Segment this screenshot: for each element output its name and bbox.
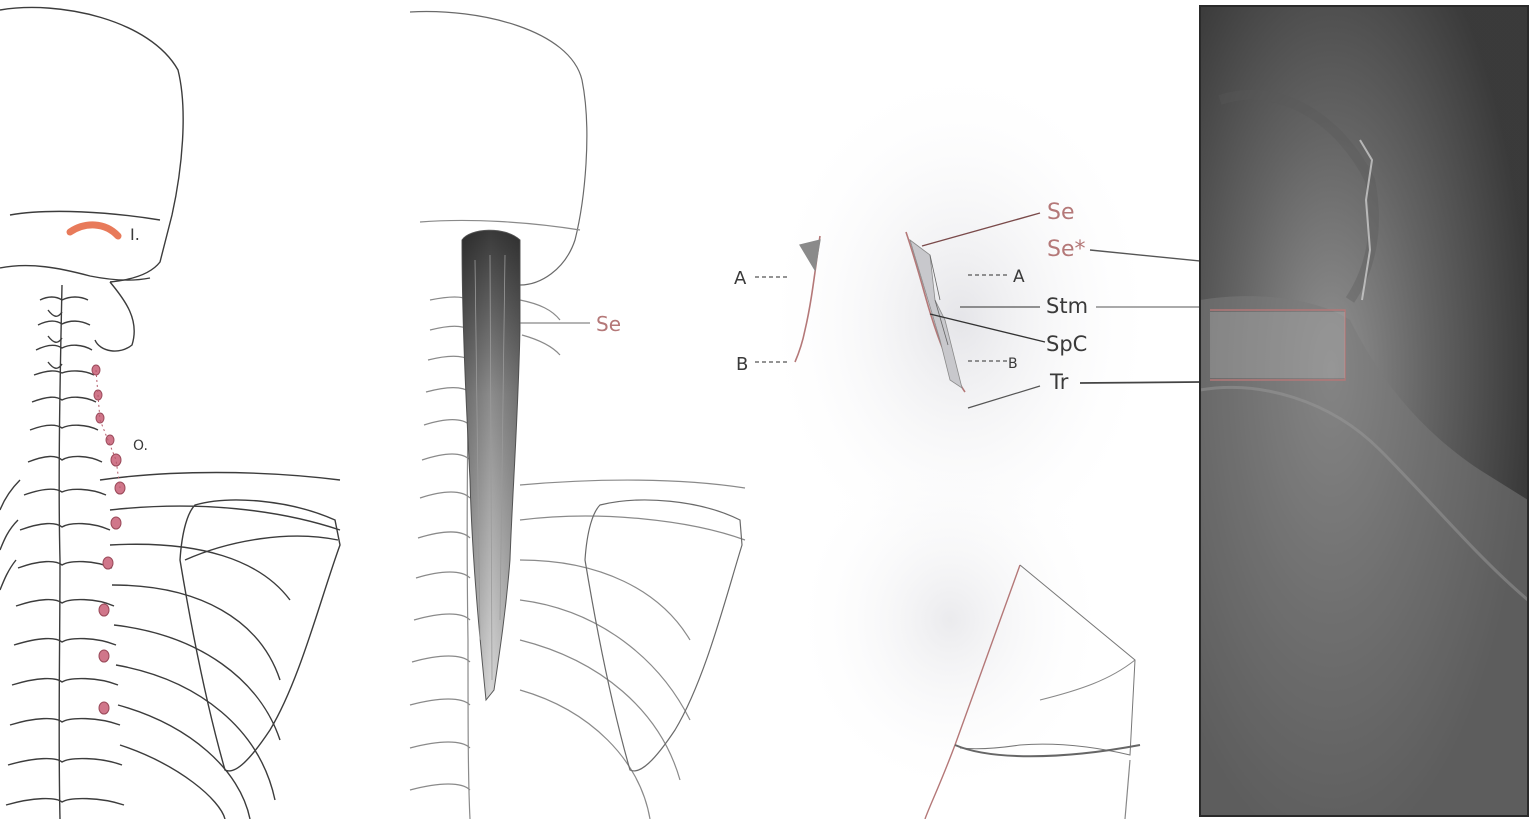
stm-label: Stm — [1046, 294, 1088, 318]
skull-outline — [0, 8, 183, 283]
spc-label: SpC — [1046, 332, 1087, 356]
se-star-label: Se* — [1047, 237, 1086, 262]
insertion-marker — [70, 225, 118, 236]
muscle-label: Se — [596, 312, 621, 336]
ribs — [0, 473, 340, 820]
vertebral-column — [6, 285, 124, 819]
right-b-label: B — [1008, 356, 1018, 372]
skull-base-line — [10, 211, 160, 220]
origin-label: O. — [133, 438, 148, 454]
skeleton-posterior-figure — [0, 8, 340, 820]
left-b-label: B — [736, 354, 748, 375]
se-label: Se — [1047, 200, 1075, 225]
neck-photograph — [1200, 6, 1528, 816]
left-a-label: A — [734, 268, 747, 289]
insertion-label: I. — [130, 225, 140, 244]
origin-markers — [92, 365, 125, 714]
semispinalis-muscle-figure — [410, 12, 745, 819]
right-a-label: A — [1013, 267, 1025, 287]
scapula — [180, 500, 340, 771]
tr-label: Tr — [1049, 370, 1069, 394]
